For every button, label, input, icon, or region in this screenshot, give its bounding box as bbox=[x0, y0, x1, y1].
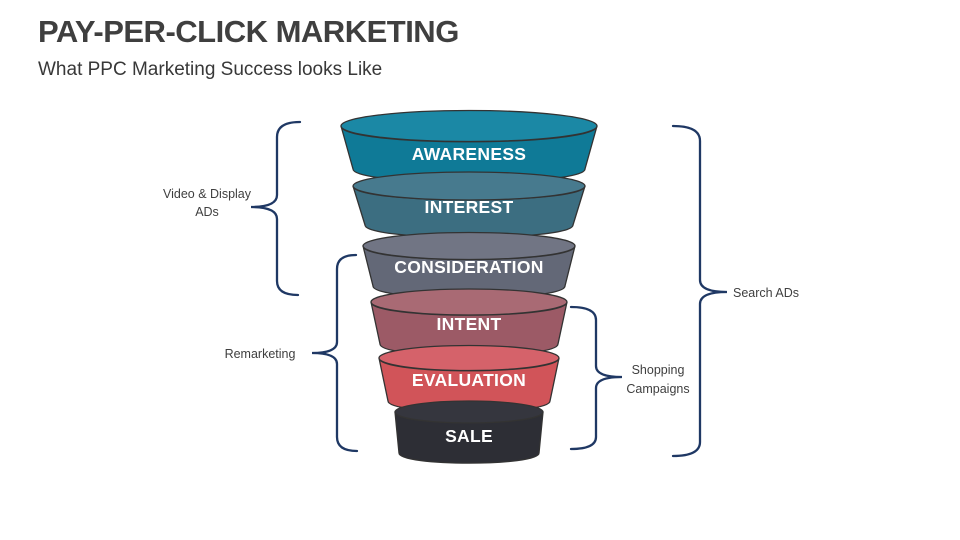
disc-top-intent bbox=[370, 288, 568, 316]
annotation-search-ads: Search ADs bbox=[733, 286, 800, 300]
stage-label-interest: INTEREST bbox=[425, 197, 514, 217]
stage-label-sale: SALE bbox=[445, 426, 493, 446]
stage-label-consideration: CONSIDERATION bbox=[394, 257, 543, 277]
funnel-stage-sale: SALE bbox=[394, 400, 544, 464]
brace-search-ads bbox=[671, 124, 728, 458]
funnel-stage-interest: INTEREST bbox=[352, 171, 586, 239]
disc-top-awareness bbox=[340, 109, 598, 143]
brace-group bbox=[250, 120, 728, 458]
funnel-stage-awareness: AWARENESS bbox=[340, 109, 598, 183]
disc-top-consideration bbox=[362, 231, 576, 261]
slide-subtitle: What PPC Marketing Success looks Like bbox=[38, 59, 383, 80]
disc-top-evaluation bbox=[378, 344, 560, 372]
annotation-video-display-ads: Video & Display ADs bbox=[162, 187, 251, 219]
stage-label-awareness: AWARENESS bbox=[412, 144, 527, 164]
stage-label-intent: INTENT bbox=[437, 314, 502, 334]
disc-top-interest bbox=[352, 171, 586, 201]
slide-title: PAY-PER-CLICK MARKETING bbox=[38, 14, 459, 49]
brace-video-display-ads bbox=[250, 120, 302, 297]
funnel-stage-intent: INTENT bbox=[370, 288, 568, 357]
brace-remarketing bbox=[311, 253, 359, 453]
annotation-shopping-campaigns: Shopping Campaigns bbox=[626, 363, 690, 396]
stage-label-evaluation: EVALUATION bbox=[412, 370, 526, 390]
disc-top-sale bbox=[394, 400, 544, 424]
brace-shopping-campaigns bbox=[569, 305, 623, 451]
annotation-remarketing: Remarketing bbox=[224, 347, 296, 361]
funnel-stage-consideration: CONSIDERATION bbox=[362, 231, 576, 299]
